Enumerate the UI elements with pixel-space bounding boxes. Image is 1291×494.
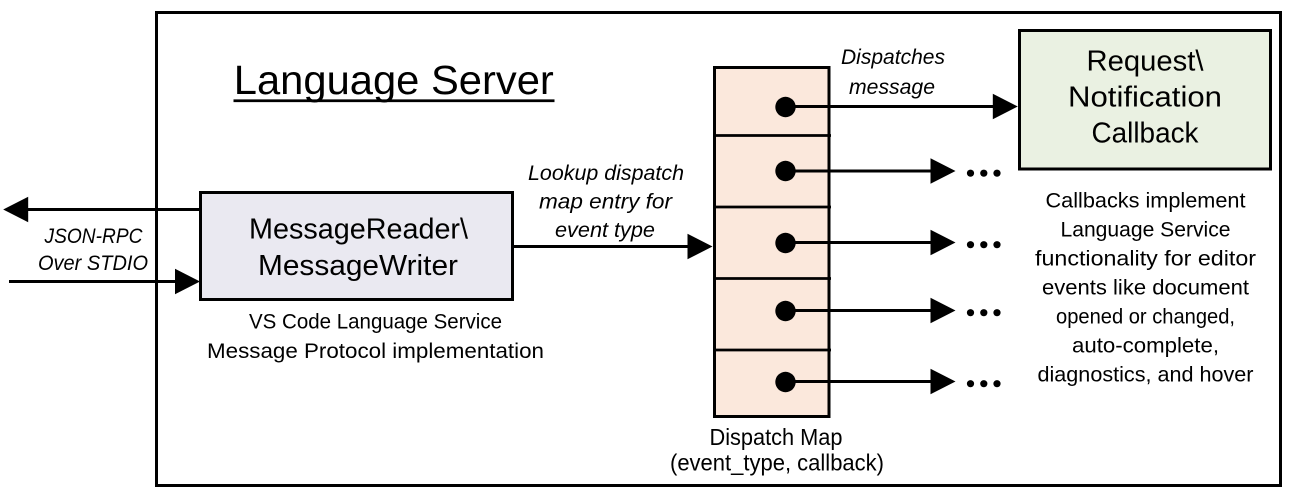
svg-text:diagnostics, and hover: diagnostics, and hover xyxy=(1038,364,1254,387)
svg-text:JSON-RPC: JSON-RPC xyxy=(44,224,143,248)
svg-text:events like document: events like document xyxy=(1042,277,1249,300)
svg-text:map entry for: map entry for xyxy=(539,190,673,214)
svg-text:Dispatches: Dispatches xyxy=(841,45,945,69)
svg-text:Dispatch Map: Dispatch Map xyxy=(710,424,843,450)
svg-text:Lookup dispatch: Lookup dispatch xyxy=(528,161,684,185)
svg-text:message: message xyxy=(849,75,935,99)
svg-text:Language Server: Language Server xyxy=(234,57,554,103)
svg-text:VS Code Language Service: VS Code Language Service xyxy=(249,311,502,334)
svg-text:Over STDIO: Over STDIO xyxy=(38,251,148,275)
svg-text:Callback: Callback xyxy=(1092,118,1199,150)
svg-text:Message Protocol implementatio: Message Protocol implementation xyxy=(207,340,544,363)
svg-text:auto-complete,: auto-complete, xyxy=(1072,335,1219,358)
svg-text:MessageWriter: MessageWriter xyxy=(258,250,458,282)
svg-text:Request\: Request\ xyxy=(1087,46,1205,78)
svg-text:event type: event type xyxy=(555,218,655,242)
svg-text:MessageReader\: MessageReader\ xyxy=(249,214,469,246)
svg-text:(event_type, callback): (event_type, callback) xyxy=(670,450,884,476)
svg-text:functionality for editor: functionality for editor xyxy=(1035,248,1256,271)
svg-text:Callbacks implement: Callbacks implement xyxy=(1046,190,1246,213)
svg-text:opened or changed,: opened or changed, xyxy=(1056,306,1235,329)
svg-text:Language Service: Language Service xyxy=(1061,219,1231,242)
svg-text:Notification: Notification xyxy=(1068,82,1222,114)
